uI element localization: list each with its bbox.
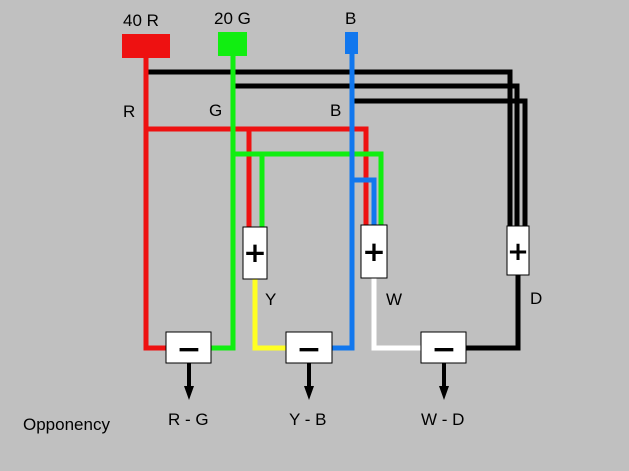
red-wire-branch-to-w: [249, 126, 369, 230]
black-wire-from-blue: [352, 98, 528, 230]
arrow-yb: [304, 386, 314, 400]
plus-symbol-w: +: [362, 235, 385, 268]
wire-label-r: R: [123, 102, 135, 121]
black-wire-from-red: [146, 69, 513, 230]
output-label-yb: Y - B: [289, 410, 326, 429]
plus-unit-w: +: [360, 224, 388, 279]
minus-symbol-yb: −: [296, 332, 321, 367]
red-wires: [143, 48, 369, 351]
wire-label-y: Y: [265, 290, 276, 309]
blue-input-box: [345, 32, 358, 54]
plus-symbol-d: +: [507, 237, 529, 267]
minus-unit-rg: −: [165, 331, 212, 367]
arrow-rg: [184, 386, 194, 400]
plus-symbol-y: +: [243, 236, 266, 269]
black-wires: [146, 69, 528, 351]
input-label-blue: B: [345, 9, 356, 28]
minus-unit-yb: −: [285, 331, 333, 367]
output-arrows: [184, 362, 449, 400]
black-wire-from-green: [233, 83, 520, 230]
arrow-wd: [439, 386, 449, 400]
minus-symbol-rg: −: [176, 332, 201, 367]
green-wires: [210, 48, 384, 351]
yellow-wire-y: [252, 278, 288, 351]
plus-unit-y: +: [242, 226, 268, 280]
wire-label-d: D: [530, 289, 542, 308]
blue-wires: [330, 48, 377, 351]
minus-symbol-wd: −: [431, 332, 456, 367]
output-label-wd: W - D: [421, 410, 464, 429]
wire-label-w: W: [386, 290, 402, 309]
green-wire-branch-to-w: [262, 151, 384, 230]
blue-wire-branch-to-w: [352, 177, 377, 230]
wire-label-b: B: [330, 101, 341, 120]
minus-unit-wd: −: [420, 331, 467, 367]
blue-wire-b: [330, 48, 355, 351]
input-label-red: 40 R: [123, 11, 159, 30]
caption-opponency: Opponency: [23, 415, 110, 434]
plus-unit-d: +: [506, 225, 530, 276]
black-wire-d: [462, 272, 521, 351]
green-wire-g: [210, 48, 236, 351]
output-label-rg: R - G: [168, 410, 209, 429]
input-label-green: 20 G: [214, 9, 251, 28]
white-wire-w: [371, 278, 422, 351]
green-input-box: [218, 32, 247, 56]
red-input-box: [122, 34, 170, 58]
wire-label-g: G: [209, 101, 222, 120]
red-wire-r: [143, 48, 168, 351]
